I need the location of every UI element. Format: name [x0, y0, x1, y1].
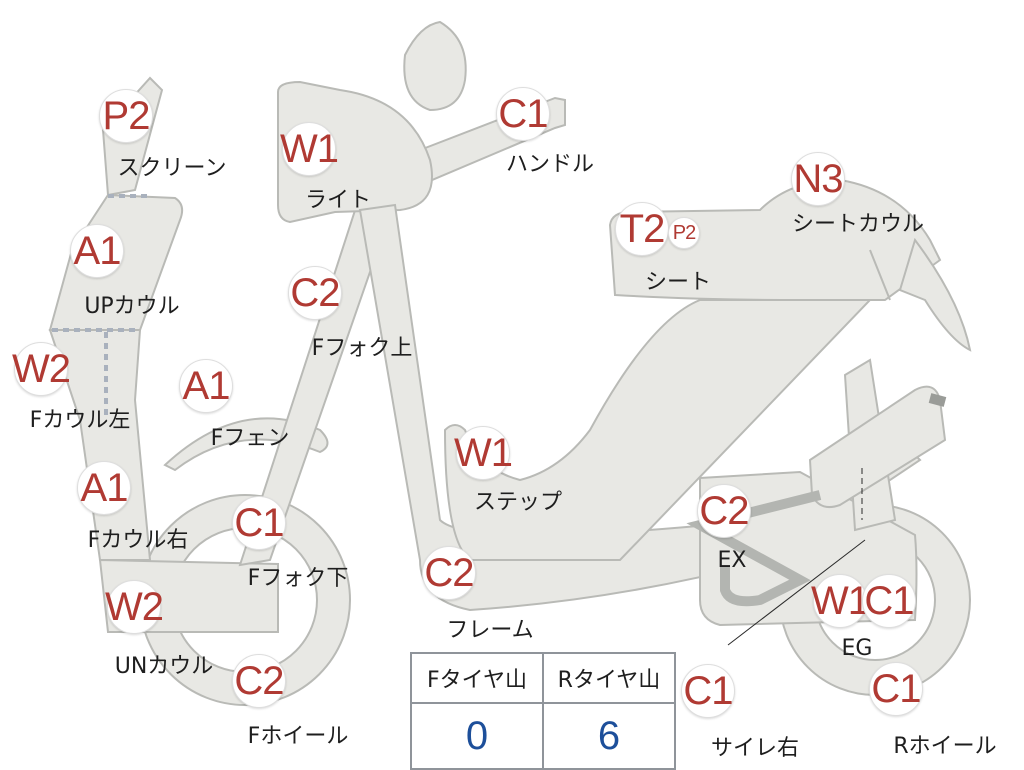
- front-tread-value: 0: [410, 702, 544, 770]
- f-cowl-left-grade-badge: W2: [12, 342, 71, 396]
- f-fork-up-label: Fフォク上: [311, 336, 413, 361]
- silencer-right-label: サイレ右: [710, 736, 800, 761]
- f-fork-low-label: Fフォク下: [247, 566, 349, 591]
- step-grade-badge: W1: [454, 426, 513, 480]
- tread-header-row: Fタイヤ山 Rタイヤ山: [410, 652, 676, 704]
- step-label: ステップ: [473, 490, 563, 515]
- r-wheel-grade-badge: C1: [869, 662, 923, 716]
- f-wheel-grade-badge: C2: [232, 654, 286, 708]
- un-cowl-grade-badge: W2: [105, 580, 164, 634]
- seat-cowl-grade-badge: N3: [791, 152, 845, 206]
- tire-tread-table: Fタイヤ山 Rタイヤ山 0 6: [410, 652, 676, 770]
- seat-cowl-shape: [898, 237, 972, 352]
- frame-label: フレーム: [446, 618, 534, 643]
- mirror-shape: [403, 20, 467, 112]
- up-cowl-label: UPカウル: [84, 294, 180, 319]
- f-cowl-right-grade-badge: A1: [77, 461, 131, 515]
- seat-grade-badge: T2: [615, 202, 669, 256]
- rear-tread-header: Rタイヤ山: [542, 652, 676, 704]
- handle-grade-badge: C1: [496, 87, 550, 141]
- headlight-shape: [277, 80, 433, 224]
- r-wheel-label: Rホイール: [893, 734, 997, 759]
- f-fork-low-grade-badge: C1: [232, 496, 286, 550]
- f-fender-grade-badge: A1: [179, 359, 233, 413]
- eg-grade-badge-2: C1: [862, 574, 916, 628]
- silencer-right-grade-badge: C1: [681, 664, 735, 718]
- seat-grade-badge-2: P2: [668, 217, 700, 249]
- rear-tread-value: 6: [542, 702, 676, 770]
- seat-label: シート: [644, 270, 712, 295]
- ex-grade-badge: C2: [697, 484, 751, 538]
- ex-label: EX: [717, 548, 747, 573]
- f-fender-label: Fフェン: [210, 426, 290, 451]
- f-cowl-left-label: Fカウル左: [29, 408, 131, 433]
- light-grade-badge: W1: [280, 122, 339, 176]
- tread-value-row: 0 6: [410, 702, 676, 770]
- screen-label: スクリーン: [117, 156, 227, 181]
- f-fork-up-grade-badge: C2: [288, 266, 342, 320]
- frame-grade-badge: C2: [422, 546, 476, 600]
- un-cowl-label: UNカウル: [114, 654, 214, 679]
- screen-grade-badge: P2: [99, 89, 153, 143]
- f-cowl-right-label: Fカウル右: [87, 528, 189, 553]
- front-tread-header: Fタイヤ山: [410, 652, 544, 704]
- exhaust-pipe-shape: [686, 490, 822, 607]
- eg-label: EG: [841, 636, 873, 661]
- up-cowl-grade-badge: A1: [70, 224, 124, 278]
- handle-label: ハンドル: [505, 152, 595, 177]
- eg-grade-badge: W1: [811, 574, 870, 628]
- silencer-shape: [808, 385, 947, 508]
- light-label: ライト: [304, 188, 372, 213]
- f-wheel-label: Fホイール: [247, 724, 349, 749]
- seat-cowl-label: シートカウル: [791, 212, 925, 237]
